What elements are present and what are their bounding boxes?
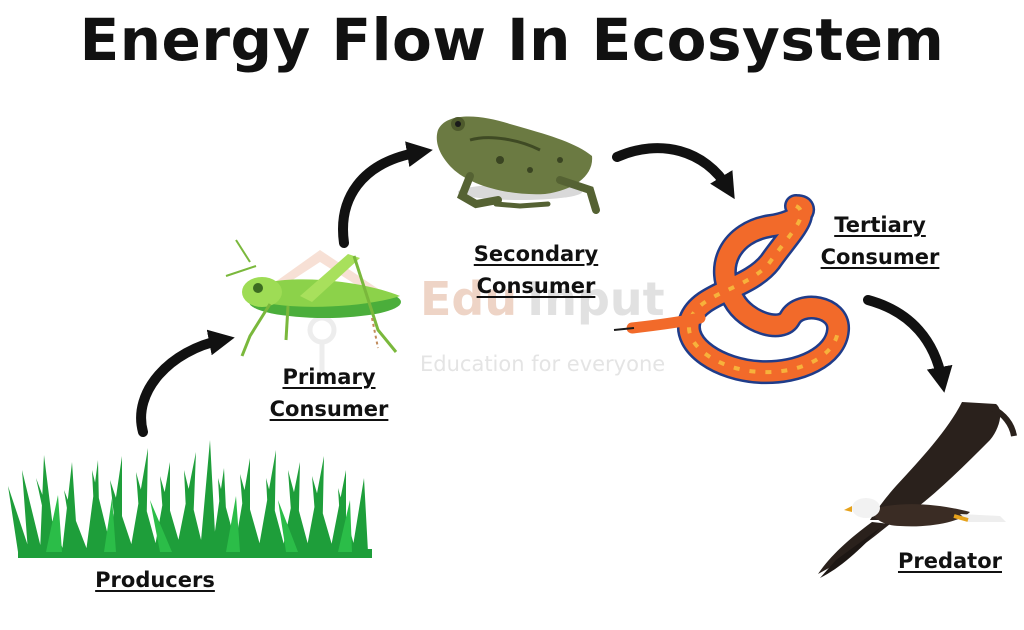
label-producers-text: Producers [95, 568, 215, 592]
watermark-tagline: Education for everyone [420, 352, 666, 376]
eagle-image [818, 402, 1017, 578]
arrow-producers-to-primary [136, 329, 235, 437]
arrow-primary-to-secondary [338, 141, 433, 248]
label-secondary-consumer: Secondary Consumer [456, 238, 616, 302]
label-secondary-line2: Consumer [476, 274, 596, 298]
label-primary-line2: Consumer [269, 397, 389, 421]
watermark-brand-input: Input [527, 272, 665, 326]
frog-image [436, 116, 600, 214]
arrow-tertiary-to-predator [863, 295, 953, 393]
grasshopper-image [225, 239, 401, 357]
arrow-secondary-to-tertiary [612, 143, 735, 200]
diagram-title: Energy Flow In Ecosystem [79, 6, 945, 74]
grass-image [8, 440, 372, 558]
snake-image [613, 194, 850, 385]
label-secondary-line1: Secondary [473, 242, 599, 266]
label-predator: Predator [880, 545, 1020, 577]
label-tertiary-line1: Tertiary [834, 213, 926, 237]
label-producers: Producers [80, 564, 230, 596]
label-primary-line1: Primary [282, 365, 376, 389]
label-tertiary-consumer: Tertiary Consumer [805, 209, 955, 273]
label-tertiary-line2: Consumer [820, 245, 940, 269]
watermark-brand-edu: Edu [420, 272, 518, 326]
label-predator-text: Predator [897, 549, 1002, 573]
label-primary-consumer: Primary Consumer [254, 361, 404, 425]
